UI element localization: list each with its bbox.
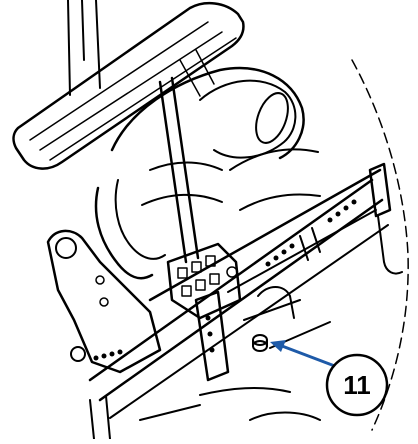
callout-number: 11 — [343, 370, 371, 400]
seat-shell — [94, 66, 321, 280]
callout-badge: 11 — [325, 353, 389, 417]
background-pole — [67, 0, 101, 96]
telescoping-tube — [194, 290, 230, 382]
fastener-11 — [252, 334, 268, 352]
frame-rail — [88, 168, 389, 419]
crop-boundary — [351, 59, 409, 431]
side-bracket — [46, 229, 162, 374]
t-handle-bar — [12, 1, 245, 170]
vertical-post — [158, 76, 200, 264]
callout-arrow — [270, 340, 341, 370]
